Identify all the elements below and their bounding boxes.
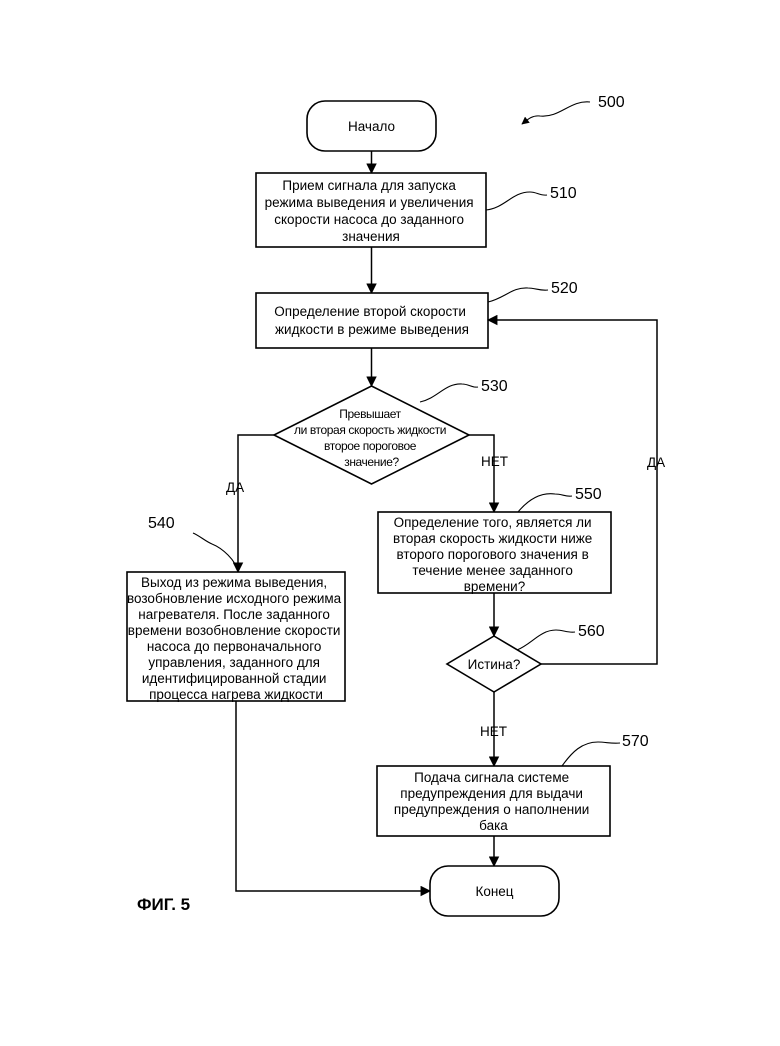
edge-label-no-560: НЕТ	[480, 724, 507, 739]
decision-560-label: Истина?	[468, 657, 521, 672]
step-540-line: насоса до первоначального	[147, 639, 322, 654]
ref-560-leader	[517, 630, 575, 650]
ref-540-label: 540	[148, 515, 175, 532]
end-label: Конец	[475, 884, 513, 899]
step-540-line: управления, заданного для	[148, 655, 320, 670]
step-540-line: идентифицированной стадии	[142, 671, 327, 686]
step-540-line: времени возобновление скорости	[128, 623, 341, 638]
step-570-line: бака	[479, 818, 508, 833]
arrow-530-no-to-550	[469, 435, 494, 512]
ref-530-label: 530	[481, 378, 508, 395]
step-540-text: Выход из режима выведения, возобновление…	[127, 575, 345, 702]
ref-550-leader	[518, 494, 572, 512]
ref-530-leader	[420, 384, 478, 402]
step-510-line: Прием сигнала для запуска	[282, 178, 456, 193]
edge-label-no-530: НЕТ	[481, 454, 508, 469]
step-540-line: процесса нагрева жидкости	[149, 687, 323, 702]
ref-510-label: 510	[550, 185, 577, 202]
edge-label-yes-560: ДА	[647, 455, 665, 470]
step-550-line: течение менее заданного	[412, 563, 573, 578]
ref-570-leader	[562, 742, 620, 766]
start-label: Начало	[348, 119, 395, 134]
step-520-box	[256, 293, 488, 348]
step-550-line: второго порогового значения в	[396, 547, 588, 562]
step-540-line: Выход из режима выведения,	[141, 575, 327, 590]
step-520-line: жидкости в режиме выведения	[275, 322, 469, 337]
step-550-line: Определение того, является ли	[394, 515, 592, 530]
step-540-line: нагревателя. После заданного	[138, 607, 330, 622]
arrow-530-yes-to-540	[238, 435, 274, 572]
ref-540-leader	[193, 533, 238, 572]
step-510-line: значения	[342, 229, 400, 244]
step-550-line: времени?	[464, 579, 525, 594]
decision-530-line: второе пороговое	[324, 439, 417, 453]
ref-520-label: 520	[551, 280, 578, 297]
step-550-line: вторая скорость жидкости ниже	[393, 531, 592, 546]
step-510-line: режима выведения и увеличения	[265, 195, 474, 210]
decision-530-line: ли вторая скорость жидкости	[294, 423, 446, 437]
step-520-line: Определение второй скорости	[274, 304, 466, 319]
step-570-line: Подача сигнала системе	[414, 770, 569, 785]
step-510-line: скорости насоса до заданного	[274, 212, 464, 227]
decision-530-line: значение?	[344, 455, 399, 469]
step-570-line: предупреждения для выдачи	[400, 786, 583, 801]
ref-560-label: 560	[578, 623, 605, 640]
ref-570-label: 570	[622, 733, 649, 750]
ref-550-label: 550	[575, 486, 602, 503]
ref-500-label: 500	[598, 94, 625, 111]
ref-520-leader	[488, 288, 548, 302]
decision-530-line: Превышает	[339, 407, 401, 421]
edge-label-yes-530: ДА	[226, 480, 244, 495]
ref-510-leader	[486, 192, 547, 210]
figure-label: ФИГ. 5	[137, 895, 190, 914]
step-540-line: возобновление исходного режима	[127, 591, 342, 606]
step-570-line: предупреждения о наполнении	[394, 802, 589, 817]
ref-500-arrow	[522, 102, 590, 124]
arrow-560-yes-to-520	[488, 320, 657, 664]
